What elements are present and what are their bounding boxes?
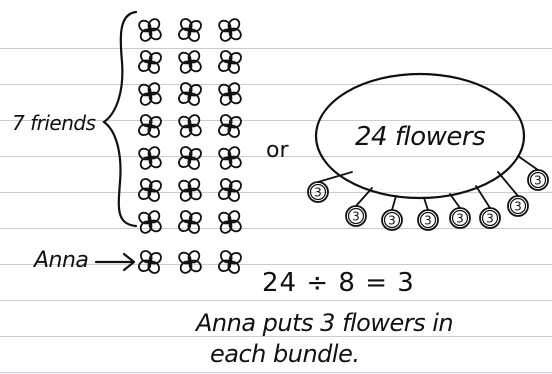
flower-bundle: 3 (417, 197, 439, 231)
flower-bundle: 3 (475, 185, 501, 229)
flower-bundle: 3 (449, 193, 471, 229)
flower-icon (178, 50, 202, 74)
curly-brace (102, 10, 138, 228)
flower-icon (218, 82, 242, 106)
flower-icon (218, 146, 242, 170)
answer-sentence-line-2: each bundle. (210, 340, 360, 368)
bundle-count-label: 3 (388, 214, 396, 228)
division-equation: 24 ÷ 8 = 3 (262, 268, 415, 298)
bundle-count-label: 3 (424, 214, 432, 228)
flower-grid (138, 18, 242, 274)
flower-icon (178, 178, 202, 202)
flower-bundle: 3 (497, 171, 529, 217)
bubble-label: 24 flowers (355, 122, 486, 152)
flower-bundle: 3 (381, 195, 403, 231)
flower-icon (138, 114, 162, 138)
flower-icon (138, 18, 162, 42)
arrow-to-anna-row (94, 252, 136, 272)
bundle-count-label: 3 (534, 174, 542, 188)
flower-icon (178, 146, 202, 170)
flower-icon (178, 210, 202, 234)
or-label: or (266, 138, 289, 163)
flower-icon (218, 18, 242, 42)
flower-icon (218, 50, 242, 74)
flowers-ellipse (314, 72, 526, 200)
flower-icon (138, 250, 162, 274)
flower-bundle: 3 (345, 187, 373, 227)
bundle-count-label: 3 (456, 212, 464, 226)
flower-icon (178, 18, 202, 42)
flower-icon (178, 250, 202, 274)
flower-icon (138, 146, 162, 170)
flower-icon (178, 82, 202, 106)
flower-icon (218, 210, 242, 234)
flower-icon (218, 250, 242, 274)
bundle-count-label: 3 (314, 186, 322, 200)
bundle-count-label: 3 (352, 210, 360, 224)
flower-icon (138, 82, 162, 106)
bundle-count-label: 3 (514, 200, 522, 214)
anna-label: Anna (34, 248, 89, 273)
flower-bundle: 3 (517, 155, 549, 191)
bundle-count-label: 3 (486, 212, 494, 226)
flower-icon (178, 114, 202, 138)
flower-icon (138, 50, 162, 74)
flower-bundle: 3 (307, 171, 353, 203)
flower-icon (138, 178, 162, 202)
seven-friends-label: 7 friends (12, 111, 96, 135)
flower-icon (218, 178, 242, 202)
answer-sentence-line-1: Anna puts 3 flowers in (196, 309, 454, 337)
flower-icon (138, 210, 162, 234)
flower-icon (218, 114, 242, 138)
